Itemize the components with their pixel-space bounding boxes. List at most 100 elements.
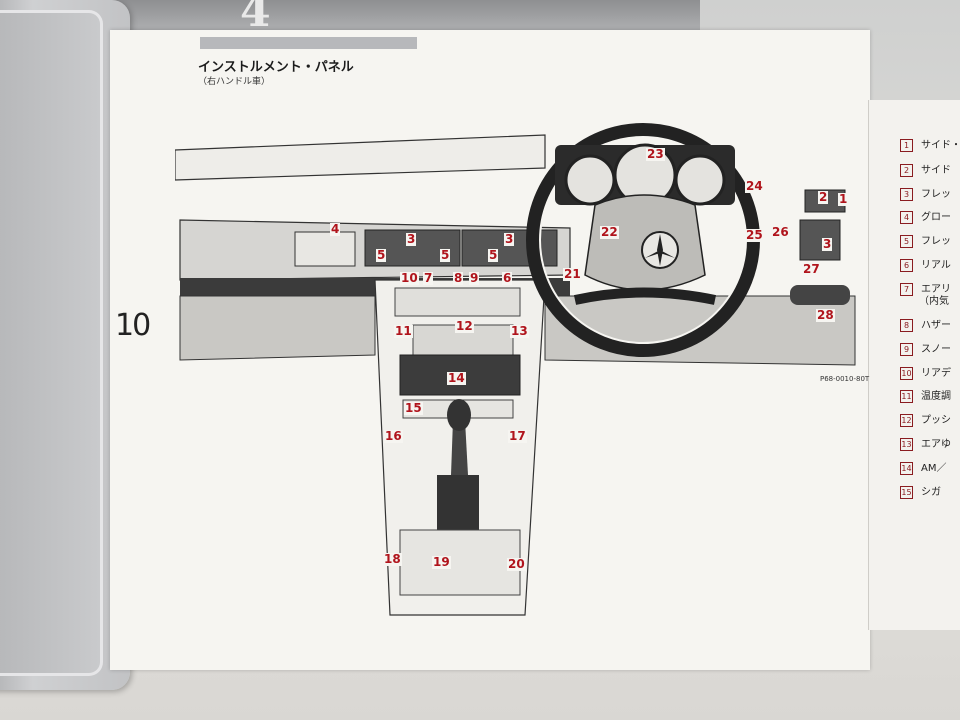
glove-box [294,231,356,267]
legend-item: 8 ハザー [900,316,951,332]
legend-number: 10 [900,367,913,380]
dashboard-top [175,134,546,181]
legend-text: シガ [921,487,941,498]
legend-number: 11 [900,390,913,403]
callout-2: 2 [818,190,829,204]
callout-8: 8 [453,271,464,285]
callout-14: 14 [447,371,466,385]
callout-25: 25 [745,228,764,242]
legend-number: 6 [900,259,913,272]
gear-knob [447,399,471,431]
callout-16: 16 [384,429,403,443]
callout-18: 18 [383,552,402,566]
gear-lever [451,420,468,475]
console-switch-row [394,287,521,317]
callout-9: 9 [469,271,480,285]
callout-22: 22 [600,225,619,239]
callout-10: 10 [400,271,419,285]
legend-number: 15 [900,486,913,499]
callout-23: 23 [646,147,665,161]
lower-switch-panel [399,529,521,596]
manual-page-right [868,100,960,630]
legend-item: 13 エアゆ [900,435,951,451]
legend-text: エアゆ [921,439,951,450]
callout-20: 20 [507,557,526,571]
legend-item: 5 フレッ [900,232,951,248]
callout-19: 19 [432,555,451,569]
legend-item: 15 シガ [900,483,941,499]
legend-text: リアデ [921,368,951,379]
legend-text: プッシ [921,415,951,426]
callout-6: 6 [502,271,513,285]
legend-text: エアリ [921,284,951,295]
instrument-panel-diagram [175,123,856,616]
callout-26: 26 [771,225,790,239]
callout-12: 12 [455,319,474,333]
legend-number: 9 [900,343,913,356]
callout-3c: 3 [822,237,833,251]
callout-1: 1 [838,192,849,206]
legend-item: 14 AM／ [900,459,946,475]
legend-item: （内気 [919,292,949,307]
legend-text: （内気 [919,296,949,307]
legend-item: 7 エアリ [900,280,951,296]
callout-3b: 3 [504,232,515,246]
legend-number: 3 [900,188,913,201]
callout-5b: 5 [440,248,451,262]
figure-code: P68-0010-80T [820,375,870,383]
light-switch-panel [790,285,850,305]
callout-5a: 5 [376,248,387,262]
legend-number: 5 [900,235,913,248]
legend-text: スノー [921,344,951,355]
silver-folder-inner [0,10,103,676]
legend-item: 1 サイド・ [900,136,960,152]
callout-7: 7 [423,271,434,285]
callout-3a: 3 [406,232,417,246]
legend-number: 4 [900,211,913,224]
legend-text: フレッ [921,236,951,247]
callout-28: 28 [816,308,835,322]
legend-item: 6 リアル [900,256,951,272]
legend-item: 9 スノー [900,340,951,356]
legend-item: 4 グロー [900,208,951,224]
legend-text: リアル [921,260,951,271]
page-title: インストルメント・パネル [198,60,354,75]
legend-text: ハザー [921,320,951,331]
legend-text: サイド・ [921,140,960,151]
legend-text: 温度調 [921,391,951,402]
lower-dash-left [179,295,376,361]
header-bar [200,37,417,49]
star-emblem-points [645,234,675,266]
callout-5c: 5 [488,248,499,262]
callout-15: 15 [404,401,423,415]
legend-item: 12 プッシ [900,411,951,427]
legend-number: 12 [900,414,913,427]
legend-number: 13 [900,438,913,451]
legend-text: グロー [921,212,951,223]
callout-13: 13 [510,324,529,338]
steering-spoke-bottom [573,287,717,305]
legend-number: 7 [900,283,913,296]
callout-17: 17 [508,429,527,443]
callout-24: 24 [745,179,764,193]
callout-4: 4 [330,222,341,236]
callout-21: 21 [563,267,582,281]
right-side-vent [799,219,841,261]
legend-item: 3 フレッ [900,185,951,201]
legend-number: 2 [900,164,913,177]
legend-item: 10 リアデ [900,364,951,380]
legend-item: 2 サイド [900,161,951,177]
legend-text: サイド [921,165,951,176]
callout-27: 27 [802,262,821,276]
silver-folder [0,0,130,690]
legend-number: 1 [900,139,913,152]
gear-selector-base [437,475,479,530]
right-gauge [674,154,726,206]
page-number: 10 [115,308,151,343]
page-subtitle: （右ハンドル車） [198,77,271,87]
legend-text: フレッ [921,189,951,200]
legend-number: 14 [900,462,913,475]
callout-11: 11 [394,324,413,338]
legend-text: AM／ [921,463,947,474]
legend-number: 8 [900,319,913,332]
